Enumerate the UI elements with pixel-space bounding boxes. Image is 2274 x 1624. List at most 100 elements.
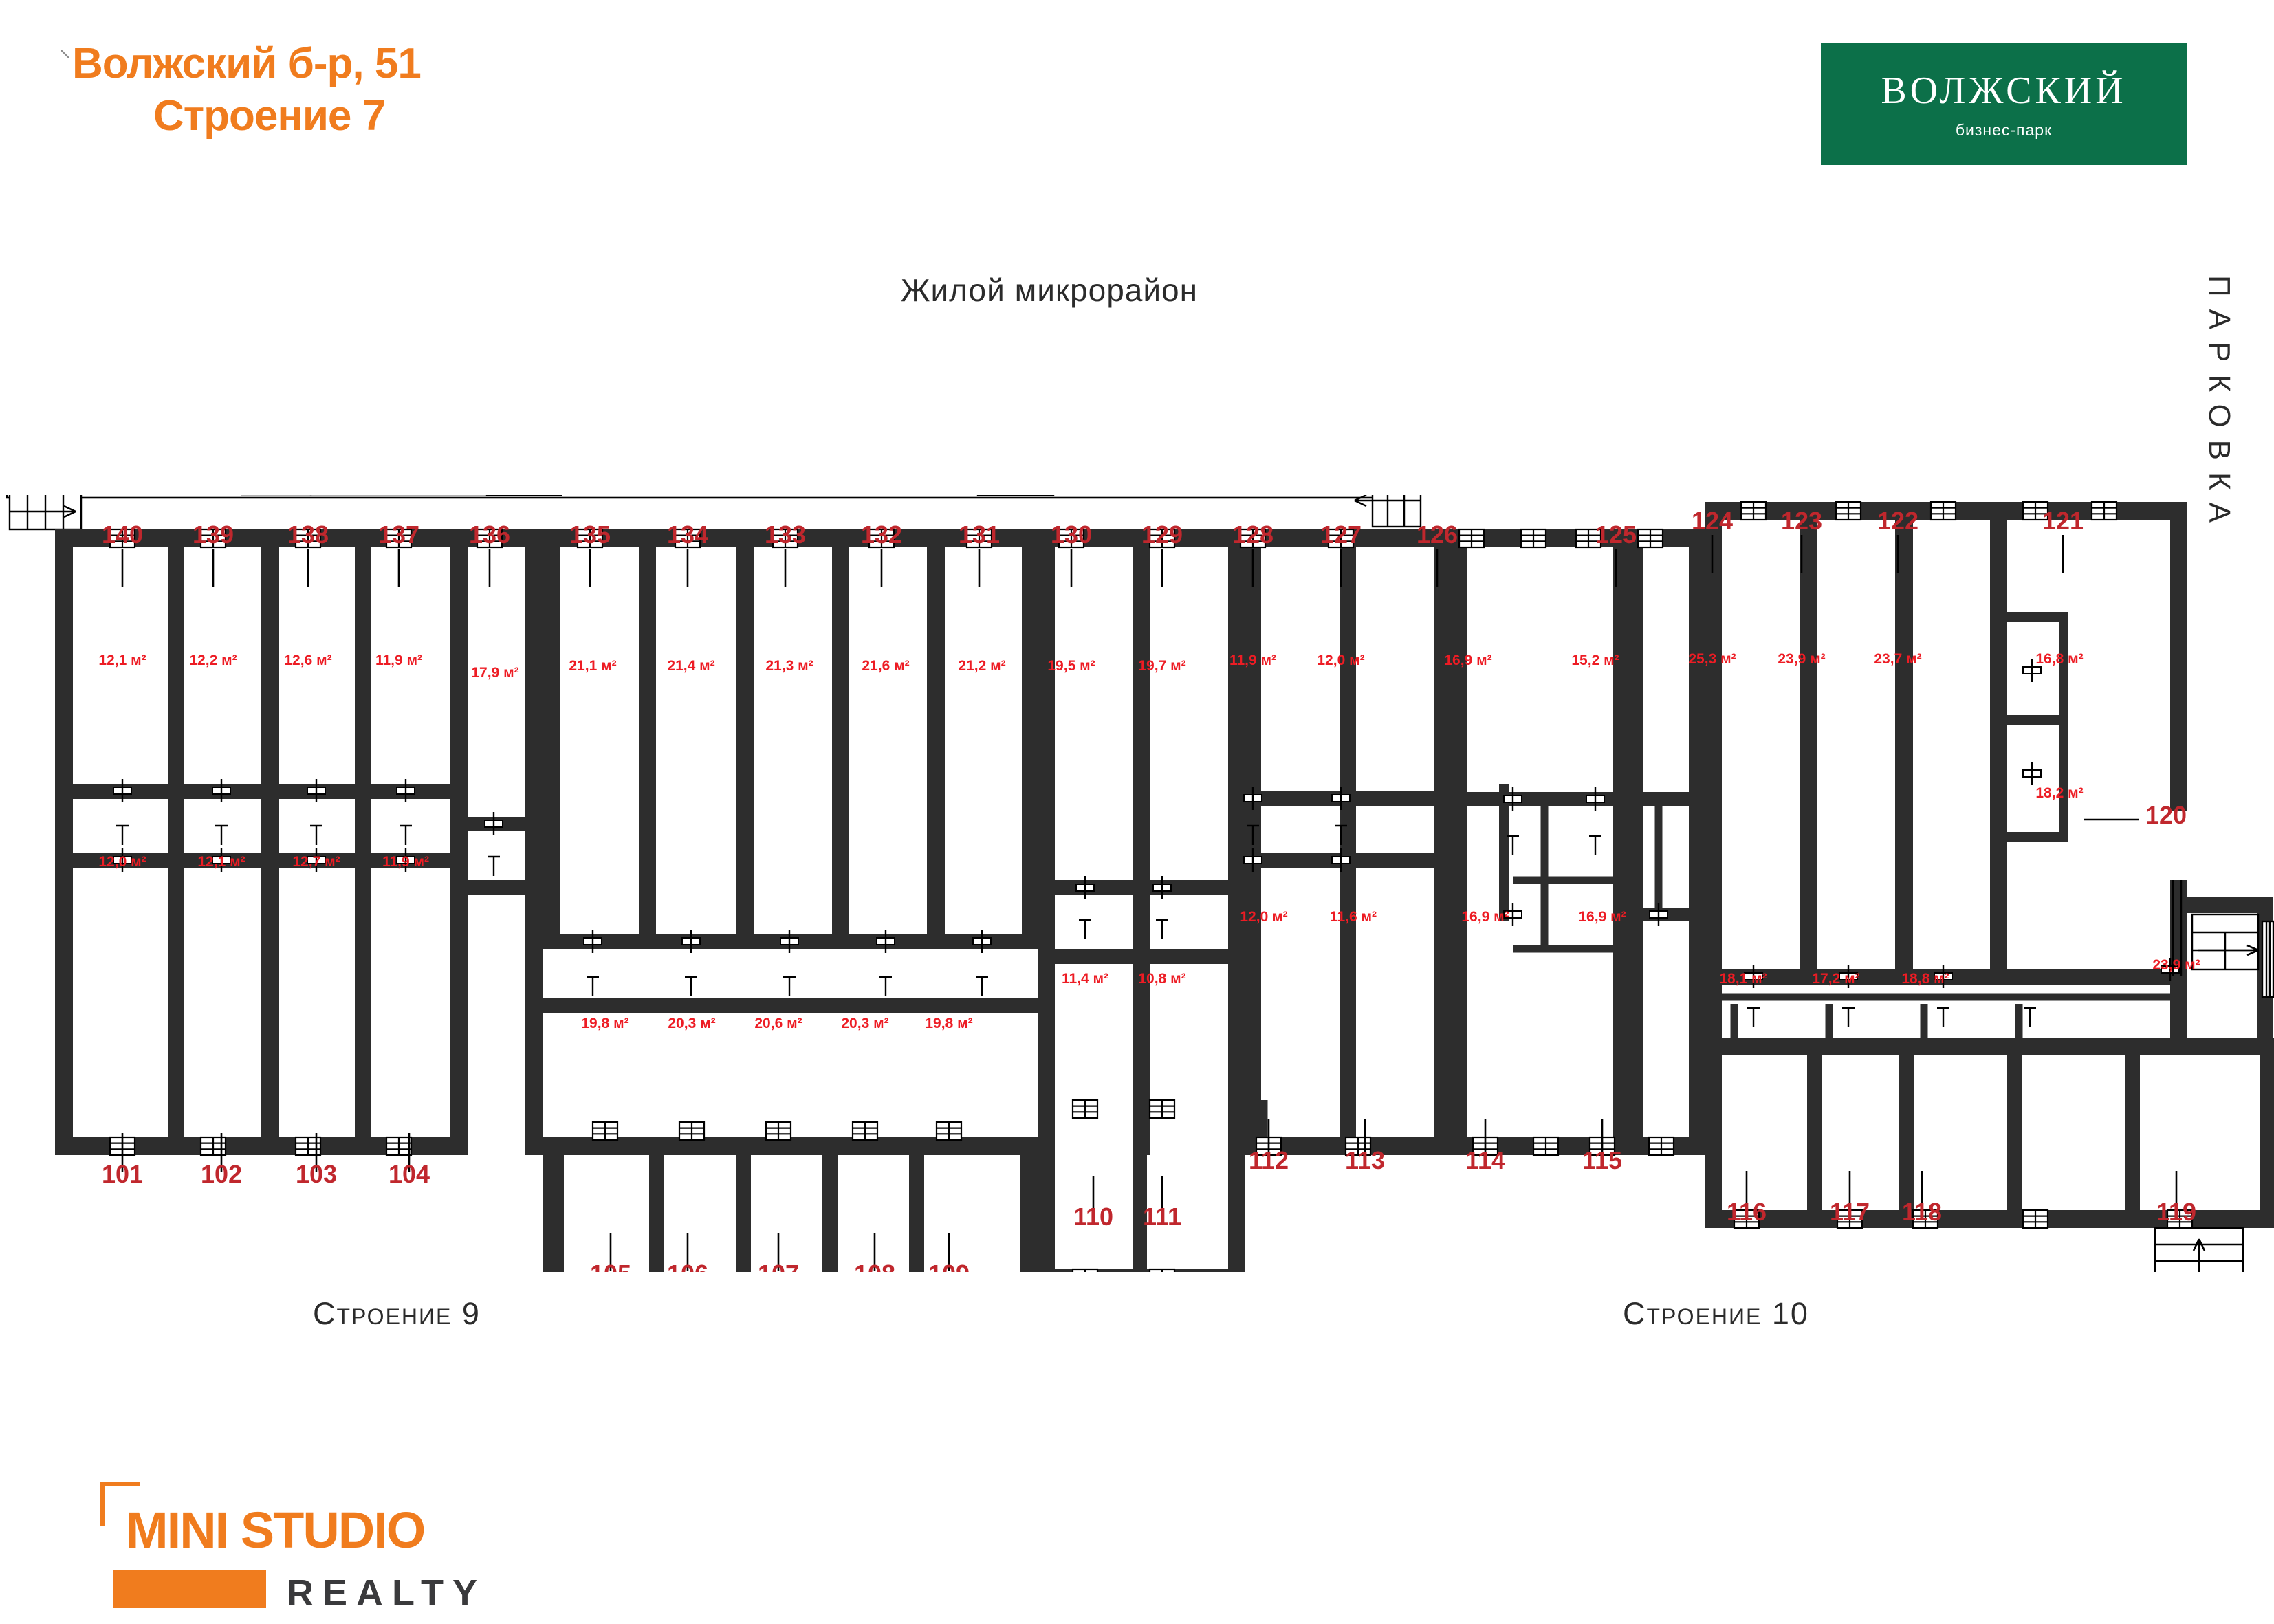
room-number-135[interactable]: 135 — [569, 520, 611, 549]
room-area-134: 21,4 м² — [667, 658, 714, 674]
room-number-138[interactable]: 138 — [287, 520, 329, 549]
room-area-138: 12,6 м² — [284, 652, 331, 668]
room-number-140[interactable]: 140 — [102, 520, 143, 549]
title-tick-mark — [61, 50, 69, 58]
room-number-112[interactable]: 112 — [1249, 1146, 1289, 1174]
room-area-118: 18,8 м² — [1901, 971, 1949, 987]
room-number-127[interactable]: 127 — [1320, 520, 1362, 549]
room-number-122[interactable]: 122 — [1877, 507, 1918, 535]
room-area-135: 21,1 м² — [569, 658, 616, 674]
footer-logo-name: MINI STUDIO — [126, 1502, 426, 1559]
room-area-123: 23,9 м² — [1778, 651, 1825, 667]
room-number-group: 140 139 138 137 136 135 134 133 132 131 130 129 128 1… — [102, 507, 2196, 1272]
room-area-113: 11,6 м² — [1330, 909, 1377, 925]
room-area-114: 16,9 м² — [1461, 909, 1509, 925]
room-number-136[interactable]: 136 — [469, 520, 510, 549]
room-area-104: 11,9 м² — [382, 854, 429, 870]
inner-partitions — [1260, 792, 2170, 1137]
stairs-120-outer — [2261, 920, 2274, 998]
brand-logo-name: ВОЛЖСКИЙ — [1881, 69, 2127, 112]
room-area-136: 17,9 м² — [471, 665, 518, 681]
room-number-137[interactable]: 137 — [378, 520, 419, 549]
label-residential-district: Жилой микрорайон — [901, 272, 1199, 308]
room-number-101[interactable]: 101 — [102, 1160, 143, 1188]
room-number-129[interactable]: 129 — [1141, 520, 1183, 549]
room-number-121[interactable]: 121 — [2042, 507, 2084, 535]
room-number-126[interactable]: 126 — [1417, 520, 1458, 549]
room-number-117[interactable]: 117 — [1830, 1198, 1870, 1226]
stairs-south-east-119 — [2154, 1227, 2244, 1272]
floor-plan-drawing: 140 139 138 137 136 135 134 133 132 131 130 129 128 1… — [6, 495, 2274, 1272]
stairs-north-126 — [1354, 495, 1422, 528]
room-area-117: 17,2 м² — [1812, 971, 1859, 987]
room-number-119[interactable]: 119 — [2156, 1198, 2196, 1226]
stairs-120-corridor — [2172, 880, 2183, 976]
room-number-102[interactable]: 102 — [201, 1160, 242, 1188]
room-area-121: 16,8 м² — [2035, 651, 2083, 667]
room-area-131: 21,2 м² — [958, 658, 1005, 674]
room-area-125: 15,2 м² — [1571, 652, 1619, 668]
room-area-126: 16,9 м² — [1444, 652, 1491, 668]
room-area-139: 12,2 м² — [189, 652, 237, 668]
room-number-120[interactable]: 120 — [2145, 801, 2187, 829]
room-area-105: 19,8 м² — [581, 1016, 628, 1031]
room-number-130[interactable]: 130 — [1051, 520, 1092, 549]
room-number-139[interactable]: 139 — [193, 520, 234, 549]
logo-bracket-icon — [100, 1482, 140, 1526]
room-area-101: 12,0 м² — [98, 854, 146, 870]
room-number-110[interactable]: 110 — [1073, 1203, 1113, 1231]
south-wing-walls — [543, 1137, 1245, 1272]
room-area-116: 18,1 м² — [1719, 971, 1767, 987]
entry-corridor-north — [6, 495, 1390, 499]
stairs-east-exit — [2191, 913, 2260, 971]
room-number-107[interactable]: 107 — [758, 1260, 799, 1272]
room-number-134[interactable]: 134 — [667, 520, 708, 549]
room-number-125[interactable]: 125 — [1595, 520, 1637, 549]
room-number-128[interactable]: 128 — [1232, 520, 1273, 549]
room-area-103: 12,7 м² — [292, 854, 340, 870]
room-number-113[interactable]: 113 — [1345, 1146, 1385, 1174]
room-number-118[interactable]: 118 — [1902, 1198, 1942, 1226]
label-building-10: Строение 10 — [1623, 1296, 1809, 1331]
room-number-103[interactable]: 103 — [296, 1160, 337, 1188]
footer-logo: MINI STUDIO REALTY — [100, 1482, 526, 1614]
label-parking: ПАРКОВКА — [2202, 275, 2236, 536]
room-area-137: 11,9 м² — [375, 652, 422, 668]
room-number-124[interactable]: 124 — [1692, 507, 1733, 535]
page-title: Волжский б-р, 51 Строение 7 — [65, 38, 684, 142]
room-number-132[interactable]: 132 — [861, 520, 902, 549]
room-number-115[interactable]: 115 — [1582, 1146, 1622, 1174]
room-number-111[interactable]: 111 — [1143, 1203, 1181, 1231]
room-area-110: 11,4 м² — [1062, 971, 1108, 987]
room-area-130: 19,5 м² — [1047, 658, 1095, 674]
room-area-group: 12,1 м² 12,2 м² 12,6 м² 11,9 м² 17,9 м² 21,1 … — [98, 651, 2200, 1031]
room-number-105[interactable]: 105 — [590, 1260, 631, 1272]
room-area-132: 21,6 м² — [862, 658, 909, 674]
room-number-114[interactable]: 114 — [1465, 1146, 1505, 1174]
room-number-123[interactable]: 123 — [1781, 507, 1822, 535]
brand-logo: ВОЛЖСКИЙ бизнес-парк — [1821, 43, 2187, 165]
room-area-124: 25,3 м² — [1688, 651, 1736, 667]
title-line-building: Строение 7 — [153, 91, 386, 140]
room-number-109[interactable]: 109 — [928, 1260, 970, 1272]
room-number-106[interactable]: 106 — [667, 1260, 708, 1272]
title-line-address: Волжский б-р, 51 — [72, 40, 422, 87]
room-area-109: 19,8 м² — [925, 1016, 972, 1031]
room-area-102: 12,1 м² — [197, 854, 245, 870]
room-area-129: 19,7 м² — [1138, 658, 1185, 674]
room-area-127: 12,0 м² — [1317, 652, 1364, 668]
room-number-104[interactable]: 104 — [389, 1160, 430, 1188]
room-area-133: 21,3 м² — [765, 658, 813, 674]
room-number-116[interactable]: 116 — [1727, 1198, 1767, 1226]
room-number-133[interactable]: 133 — [765, 520, 806, 549]
room-area-111: 10,8 м² — [1138, 971, 1185, 987]
stairs-west — [8, 495, 83, 531]
room-area-140: 12,1 м² — [98, 652, 146, 668]
room-number-108[interactable]: 108 — [854, 1260, 895, 1272]
room-area-112: 12,0 м² — [1240, 909, 1287, 925]
brand-logo-tagline: бизнес-парк — [1955, 120, 2053, 139]
room-number-131[interactable]: 131 — [959, 520, 1000, 549]
room-area-106: 20,3 м² — [668, 1016, 715, 1031]
room-area-119: 23,9 м² — [2152, 957, 2200, 973]
